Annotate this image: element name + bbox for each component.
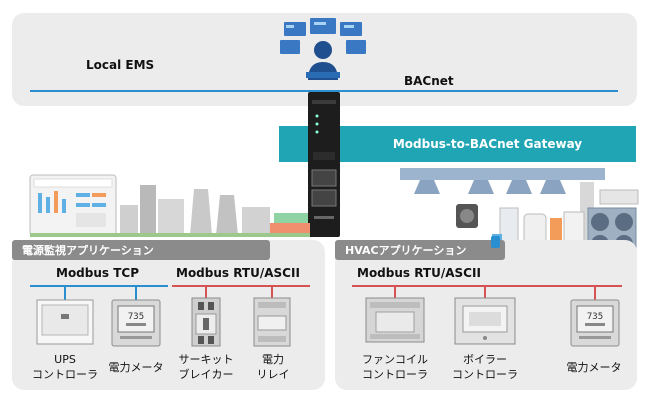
power-relay-label: 電力 リレイ: [256, 353, 290, 381]
hvac-meter-drop: [594, 287, 596, 301]
gateway-connector: [491, 236, 500, 248]
ups-controller-icon: [36, 299, 94, 345]
ups-controller-label: UPS コントローラ: [32, 353, 98, 381]
circuit-breaker-icon: [191, 297, 221, 347]
hvac-rtu-line: [352, 285, 622, 287]
boiler-controller-icon: [454, 297, 516, 345]
local-ems-title: Local EMS: [86, 58, 155, 72]
hvac-rtu-label: Modbus RTU/ASCII: [357, 266, 481, 280]
power-facility-illustration: [29, 174, 310, 237]
power-relay-icon: [253, 297, 291, 347]
fancoil-controller-icon: [365, 297, 425, 343]
breaker-drop: [205, 287, 207, 301]
relay-drop: [271, 287, 273, 301]
hvac-power-meter-label: 電力メータ: [566, 361, 622, 374]
ups-drop: [64, 287, 66, 301]
boiler-controller-label: ボイラー コントローラ: [452, 353, 518, 381]
circuit-breaker-label: サーキット ブレイカー: [178, 353, 234, 381]
power-meter-readout: 735: [128, 312, 144, 322]
ems-operator-icon: [280, 18, 366, 80]
power-rtu-label: Modbus RTU/ASCII: [176, 266, 300, 280]
hvac-power-meter-icon: 735: [570, 299, 620, 347]
modbus-tcp-line: [30, 285, 168, 287]
fancoil-controller-label: ファンコイル コントローラ: [362, 353, 428, 381]
hvac-tag: HVACアプリケーション: [335, 240, 505, 260]
power-meter-icon: 735: [111, 299, 161, 347]
fancoil-drop: [394, 287, 396, 299]
power-meter-label: 電力メータ: [108, 361, 164, 374]
tcp-meter-drop: [135, 287, 137, 301]
gateway-device-icon: [308, 92, 340, 237]
bacnet-line: [30, 90, 618, 92]
boiler-drop: [484, 287, 486, 299]
gateway-label: Modbus-to-BACnet Gateway: [392, 137, 583, 151]
power-rtu-line: [172, 285, 310, 287]
modbus-tcp-label: Modbus TCP: [56, 266, 140, 280]
hvac-power-meter-readout: 735: [587, 312, 603, 322]
power-monitoring-tag: 電源監視アプリケーション: [12, 240, 270, 260]
bacnet-label: BACnet: [404, 74, 454, 88]
